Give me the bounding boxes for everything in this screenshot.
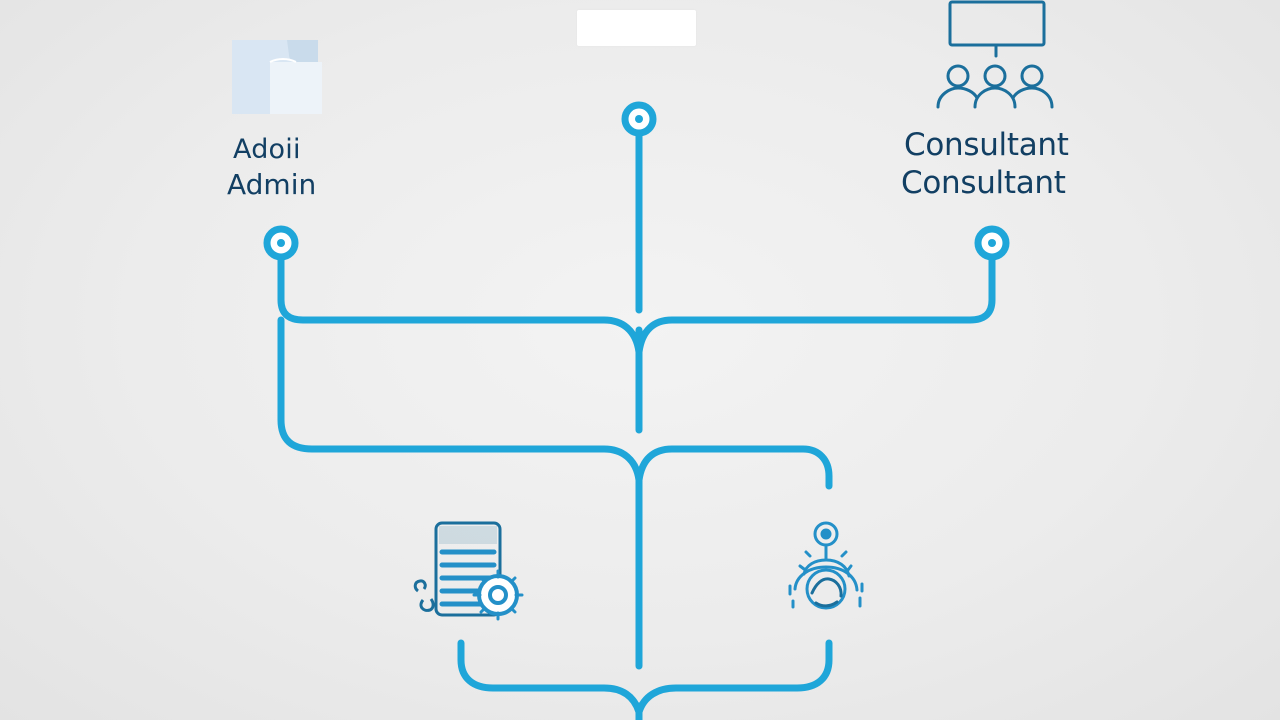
support-agent-icon xyxy=(788,521,864,610)
consultant-label-line-1: Consultant xyxy=(904,127,1069,163)
top-blank-card-icon xyxy=(577,10,696,46)
connector-lines xyxy=(277,124,996,720)
admin-label-line-1: Adoii xyxy=(233,134,301,165)
server-settings-icon xyxy=(413,521,524,621)
team-presentation-icon xyxy=(936,0,1054,109)
admin-label-line-2: Admin xyxy=(227,168,317,201)
consultant-label-line-2: Consultant xyxy=(901,165,1066,201)
document-icon xyxy=(232,40,322,114)
